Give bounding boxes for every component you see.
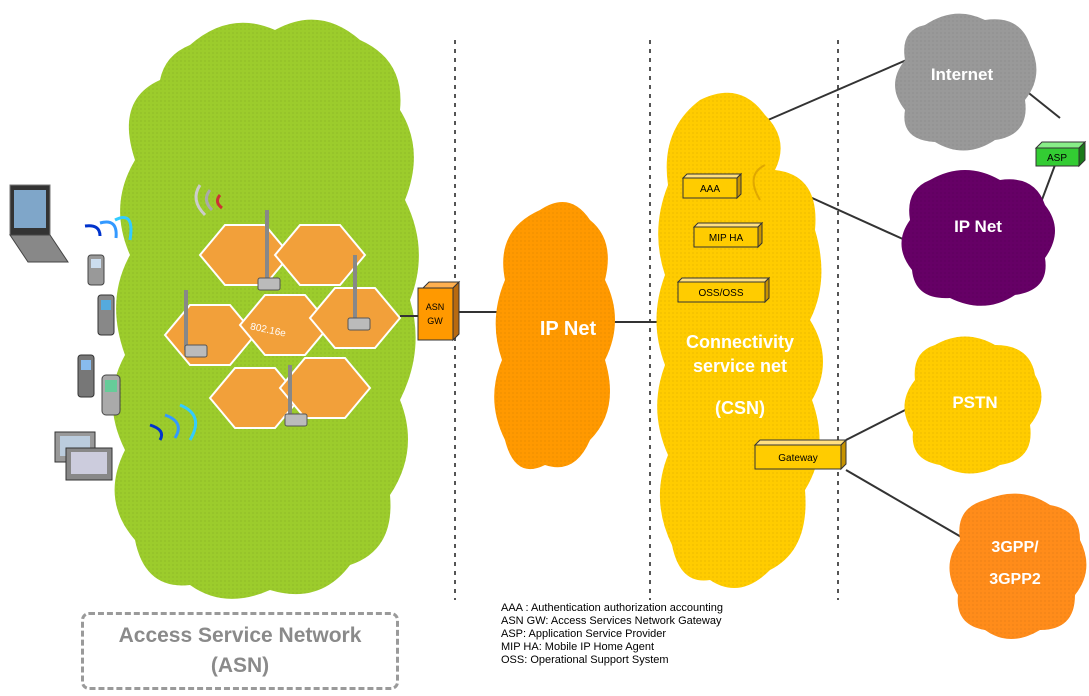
ip-net-cloud-center: IP Net [494,202,615,470]
csn-label-line2: service net [693,356,787,376]
gpp-label-line2: 3GPP2 [989,571,1041,588]
asn-abbr: (ASN) [210,654,270,677]
asp-label: ASP [1047,153,1067,164]
mip-ha-label: MIP HA [709,233,744,244]
internet-label: Internet [931,65,994,84]
ip-net-center-label: IP Net [540,318,597,340]
asn-gw-label: GW [427,316,443,326]
aaa-label: AAA [700,184,720,195]
pstn-label: PSTN [952,393,997,412]
gateway-box: Gateway [753,438,848,471]
asn-gw-label: ASN [426,302,445,312]
laptop-icon [9,184,69,263]
csn-label-line3: (CSN) [715,398,765,418]
phone-icon [97,294,115,336]
asp-box: ASP [1034,140,1087,168]
ip-net-right-label: IP Net [954,217,1002,236]
base-station-icon [184,290,208,358]
base-stations [184,210,371,427]
gpp-cloud: 3GPP/ 3GPP2 [949,493,1087,639]
hex-cell [273,224,367,286]
wireless-wave-icon [84,216,133,241]
wireless-wave-icon [194,184,223,217]
phone-icon [101,374,121,416]
phone-icon [87,254,105,286]
csn-cloud: Connectivity service net (CSN) [656,92,824,589]
oss-box: OSS/OSS [676,276,771,304]
asn-gw-box: ASN GW [417,280,461,342]
gateway-label: Gateway [778,453,817,464]
ip-net-cloud-right: IP Net [901,170,1055,306]
abbreviation-legend: AAA : Authentication authorization accou… [501,602,841,667]
gpp-label-line1: 3GPP/ [991,539,1039,556]
base-station-icon [284,365,308,427]
legend-line: MIP HA: Mobile IP Home Agent [501,641,655,653]
internet-cloud: Internet [895,13,1037,151]
mip-ha-box: MIP HA [692,221,764,249]
csn-label-line1: Connectivity [686,332,794,352]
pda-icon [54,431,113,481]
base-station-icon [347,255,371,331]
pstn-cloud: PSTN [904,336,1042,474]
asn-title-panel: Access Service Network (ASN) [81,612,399,690]
wireless-wave-icon [149,403,198,441]
legend-line: ASP: Application Service Provider [501,628,667,640]
oss-label: OSS/OSS [698,288,743,299]
aaa-box: AAA [681,172,743,200]
legend-line: AAA : Authentication authorization accou… [501,602,723,614]
legend-line: ASN GW: Access Services Network Gateway [501,615,722,627]
asn-title: Access Service Network [118,624,362,647]
phone-icon [77,354,95,398]
base-station-icon [257,210,281,291]
legend-line: OSS: Operational Support System [501,654,669,666]
